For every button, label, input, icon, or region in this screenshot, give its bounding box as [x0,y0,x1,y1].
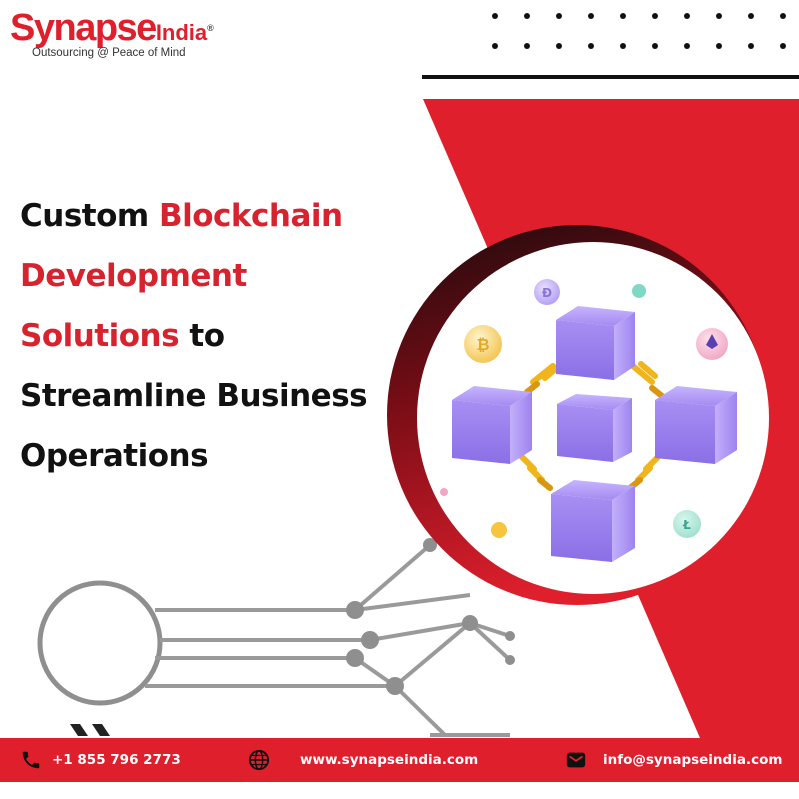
phone-icon [22,751,40,769]
circuit-lines [37,543,512,737]
registered-mark: ® [207,23,214,33]
top-divider-line [422,75,799,79]
headline-text: to [179,318,225,354]
headline-line-1: Custom Blockchain [20,186,400,246]
headline-line-2: Development [20,258,247,294]
block-cubes [452,306,737,562]
headline-highlight: Solutions [20,318,180,354]
headline-text: Custom [20,198,159,234]
headline-line-5: Operations [20,438,209,474]
logo-main: Synapse [10,7,157,49]
mail-icon [566,752,586,768]
logo-suffix: India [155,20,208,45]
globe-icon [248,749,270,771]
brand-logo: SynapseIndia® [10,8,214,53]
phone-number: +1 855 796 2773 [52,752,181,768]
coins: ₿ Đ Ł [440,279,728,538]
contact-email[interactable]: info@synapseindia.com [565,738,782,782]
dot-grid [492,13,786,49]
logo-wordmark: SynapseIndia® [10,8,214,53]
svg-text:Ł: Ł [682,518,691,532]
svg-text:Đ: Đ [542,286,552,300]
headline-line-3: Solutions to [20,306,400,366]
contact-website[interactable]: www.synapseindia.com [248,738,478,782]
contact-footer: +1 855 796 2773 www.synapseindia.com inf… [0,738,799,782]
headline-highlight: Blockchain [158,198,343,234]
headline: Custom Blockchain Development Solutions … [20,186,400,486]
headline-line-4: Streamline Business [20,378,368,414]
arrow-marks [70,724,110,736]
brand-tagline: Outsourcing @ Peace of Mind [32,47,186,59]
contact-phone[interactable]: +1 855 796 2773 [20,738,181,782]
website-url: www.synapseindia.com [300,752,479,768]
svg-text:₿: ₿ [476,335,489,354]
email-address: info@synapseindia.com [603,752,783,768]
circuit-nodes [346,538,515,695]
